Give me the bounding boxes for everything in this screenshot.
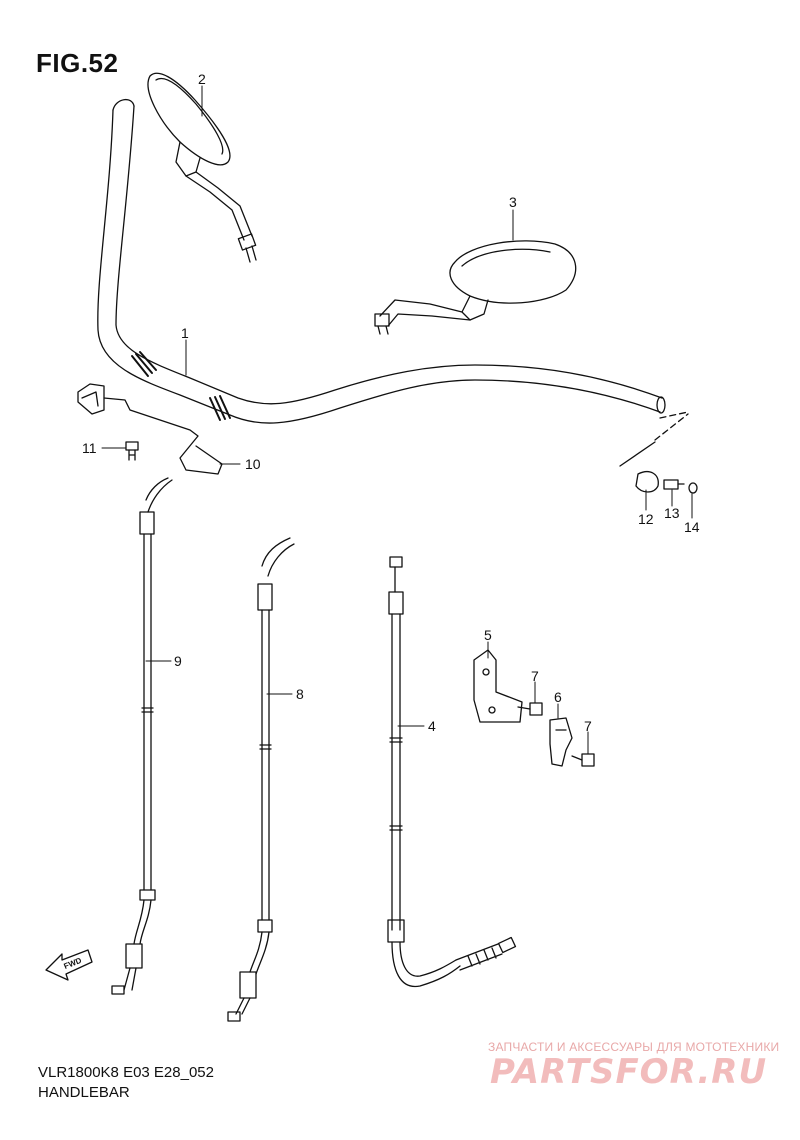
part-10-wire-guide bbox=[77, 383, 223, 475]
callout-12: 12 bbox=[638, 511, 654, 527]
part-2-mirror-left bbox=[147, 72, 257, 263]
watermark-tagline: ЗАПЧАСТИ И АКСЕССУАРЫ ДЛЯ МОТОТЕХНИКИ bbox=[488, 1040, 780, 1054]
part-6-clamp bbox=[549, 717, 573, 767]
callout-9: 9 bbox=[174, 653, 182, 669]
grip-band-left bbox=[131, 351, 157, 377]
part-1-handlebar bbox=[97, 99, 689, 467]
part-13-screw bbox=[663, 479, 685, 490]
callout-3: 3 bbox=[509, 194, 517, 210]
part-4-clutch-cable bbox=[387, 556, 517, 988]
callout-1: 1 bbox=[181, 325, 189, 341]
callout-11: 11 bbox=[82, 440, 97, 456]
part-9-throttle-cable bbox=[111, 477, 173, 995]
callout-numbers: 1 2 3 4 5 6 7 7 8 9 10 11 12 13 14 bbox=[82, 71, 700, 734]
callout-8: 8 bbox=[296, 686, 304, 702]
part-7-bolt-b bbox=[571, 753, 595, 767]
section-name: HANDLEBAR bbox=[38, 1084, 130, 1101]
callout-14: 14 bbox=[684, 519, 700, 535]
part-5-bracket bbox=[473, 649, 523, 723]
watermark-brand: PARTSFOR.RU bbox=[490, 1052, 768, 1092]
part-3-mirror-right bbox=[374, 240, 577, 335]
callout-13: 13 bbox=[664, 505, 680, 521]
grip-band-right bbox=[209, 395, 231, 421]
callout-2: 2 bbox=[198, 71, 206, 87]
callout-7a: 7 bbox=[531, 668, 539, 684]
fwd-arrow-icon: FWD bbox=[45, 949, 93, 981]
callout-10: 10 bbox=[245, 456, 261, 472]
callout-4: 4 bbox=[428, 718, 436, 734]
part-7-bolt-a bbox=[517, 702, 543, 716]
model-code: VLR1800K8 E03 E28_052 bbox=[38, 1064, 214, 1081]
part-8-throttle-cable bbox=[227, 537, 295, 1022]
part-14-washer bbox=[688, 482, 698, 494]
callout-5: 5 bbox=[484, 627, 492, 643]
leader-lines bbox=[101, 85, 693, 755]
figure-title: FIG.52 bbox=[36, 48, 119, 78]
part-12-balancer bbox=[635, 471, 659, 493]
callout-7b: 7 bbox=[584, 718, 592, 734]
part-11-bolt bbox=[125, 441, 139, 461]
callout-6: 6 bbox=[554, 689, 562, 705]
